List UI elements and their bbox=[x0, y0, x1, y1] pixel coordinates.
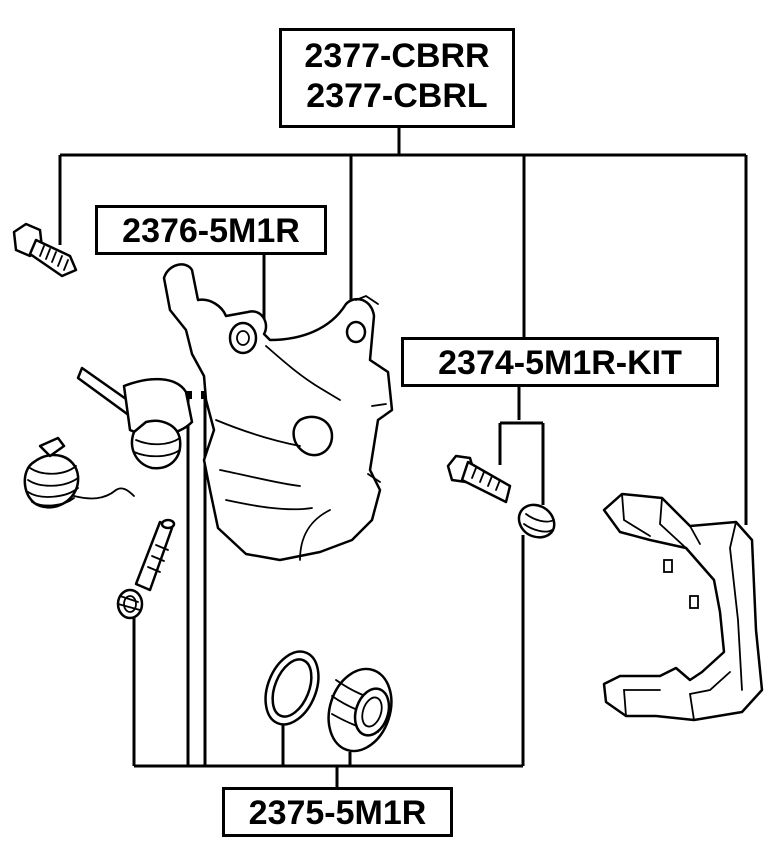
dust-boot-part bbox=[327, 667, 393, 753]
guide-pin-boot-part bbox=[517, 503, 556, 539]
mounting-bolt-part bbox=[12, 222, 78, 278]
caliper-left-number: 2377-CBRL bbox=[306, 77, 488, 115]
guide-pin-kit-number-label: 2374-5M1R-KIT bbox=[401, 337, 719, 387]
repair-kit-number-label: 2375-5M1R bbox=[222, 787, 453, 837]
bleeder-screw-part bbox=[134, 518, 176, 592]
bleeder-cap-part bbox=[116, 588, 144, 620]
parking-lever-part bbox=[76, 366, 194, 470]
pointer-dot bbox=[184, 391, 192, 399]
caliper-right-number: 2377-CBRR bbox=[304, 37, 490, 75]
caliper-housing-part bbox=[162, 263, 394, 562]
return-spring-part bbox=[23, 436, 135, 509]
caliper-bracket-part bbox=[602, 492, 764, 722]
piston-part-number-label: 2376-5M1R bbox=[95, 205, 327, 255]
guide-pin-part bbox=[446, 454, 512, 504]
piston-seal-part bbox=[264, 650, 320, 726]
caliper-part-number-label: 2377-CBRR 2377-CBRL bbox=[279, 28, 515, 128]
leader-lines bbox=[58, 128, 748, 787]
